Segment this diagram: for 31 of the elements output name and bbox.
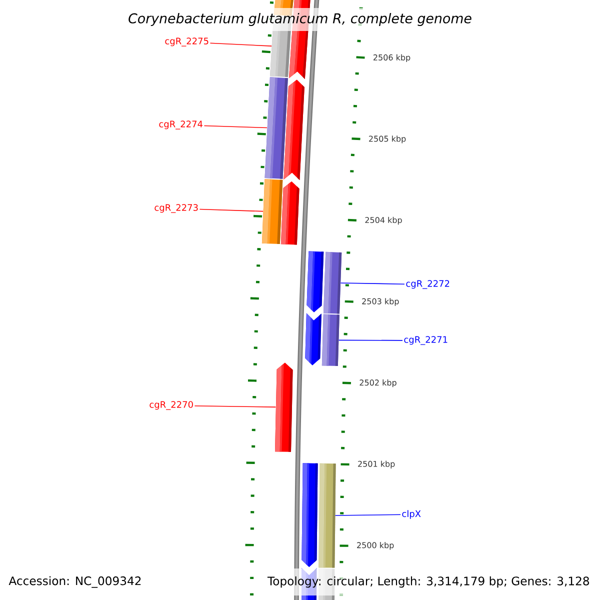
leader-line: [194, 405, 276, 408]
pointed-gene-block: [284, 80, 304, 180]
gene-block: [262, 179, 283, 244]
leader-line: [210, 42, 272, 46]
scale-label: 2501 kbp: [358, 460, 395, 468]
gene-block: [318, 463, 336, 568]
leader-line: [338, 340, 403, 341]
gene-label: cgR_2272: [406, 280, 450, 289]
pointed-gene-block: [305, 313, 322, 366]
scale-label: 2502 kbp: [360, 379, 396, 388]
leader-line: [199, 208, 264, 212]
gene-label: cgR_2270: [150, 401, 193, 410]
gene-label: cgR_2273: [154, 204, 198, 213]
scale-label: 2505 kbp: [369, 136, 406, 144]
title: Corynebacterium glutamicum R, complete genome: [124, 8, 476, 31]
pointed-gene-block: [280, 181, 300, 245]
scale-label: 2503 kbp: [362, 298, 399, 306]
footer-note: Accession: NC_009342: [6, 568, 144, 596]
leader-line: [340, 282, 405, 284]
leader-line: [204, 125, 268, 128]
gene-label: cgR_2275: [165, 38, 208, 46]
gene-label: cgR_2274: [159, 120, 203, 130]
pointed-gene-block: [275, 362, 293, 452]
gene-label: clpX: [402, 510, 421, 519]
scale-label: 2500 kbp: [357, 542, 394, 550]
leader-line: [334, 514, 401, 516]
footer-note: Topology: circular; Length: 3,314,179 bp; Genes: 3,128: [264, 568, 593, 596]
gene-label: cgR_2271: [404, 336, 448, 345]
scale-label: 2504 kbp: [365, 216, 402, 225]
gene-block: [322, 314, 340, 366]
scale-label: 2506 kbp: [374, 54, 410, 62]
